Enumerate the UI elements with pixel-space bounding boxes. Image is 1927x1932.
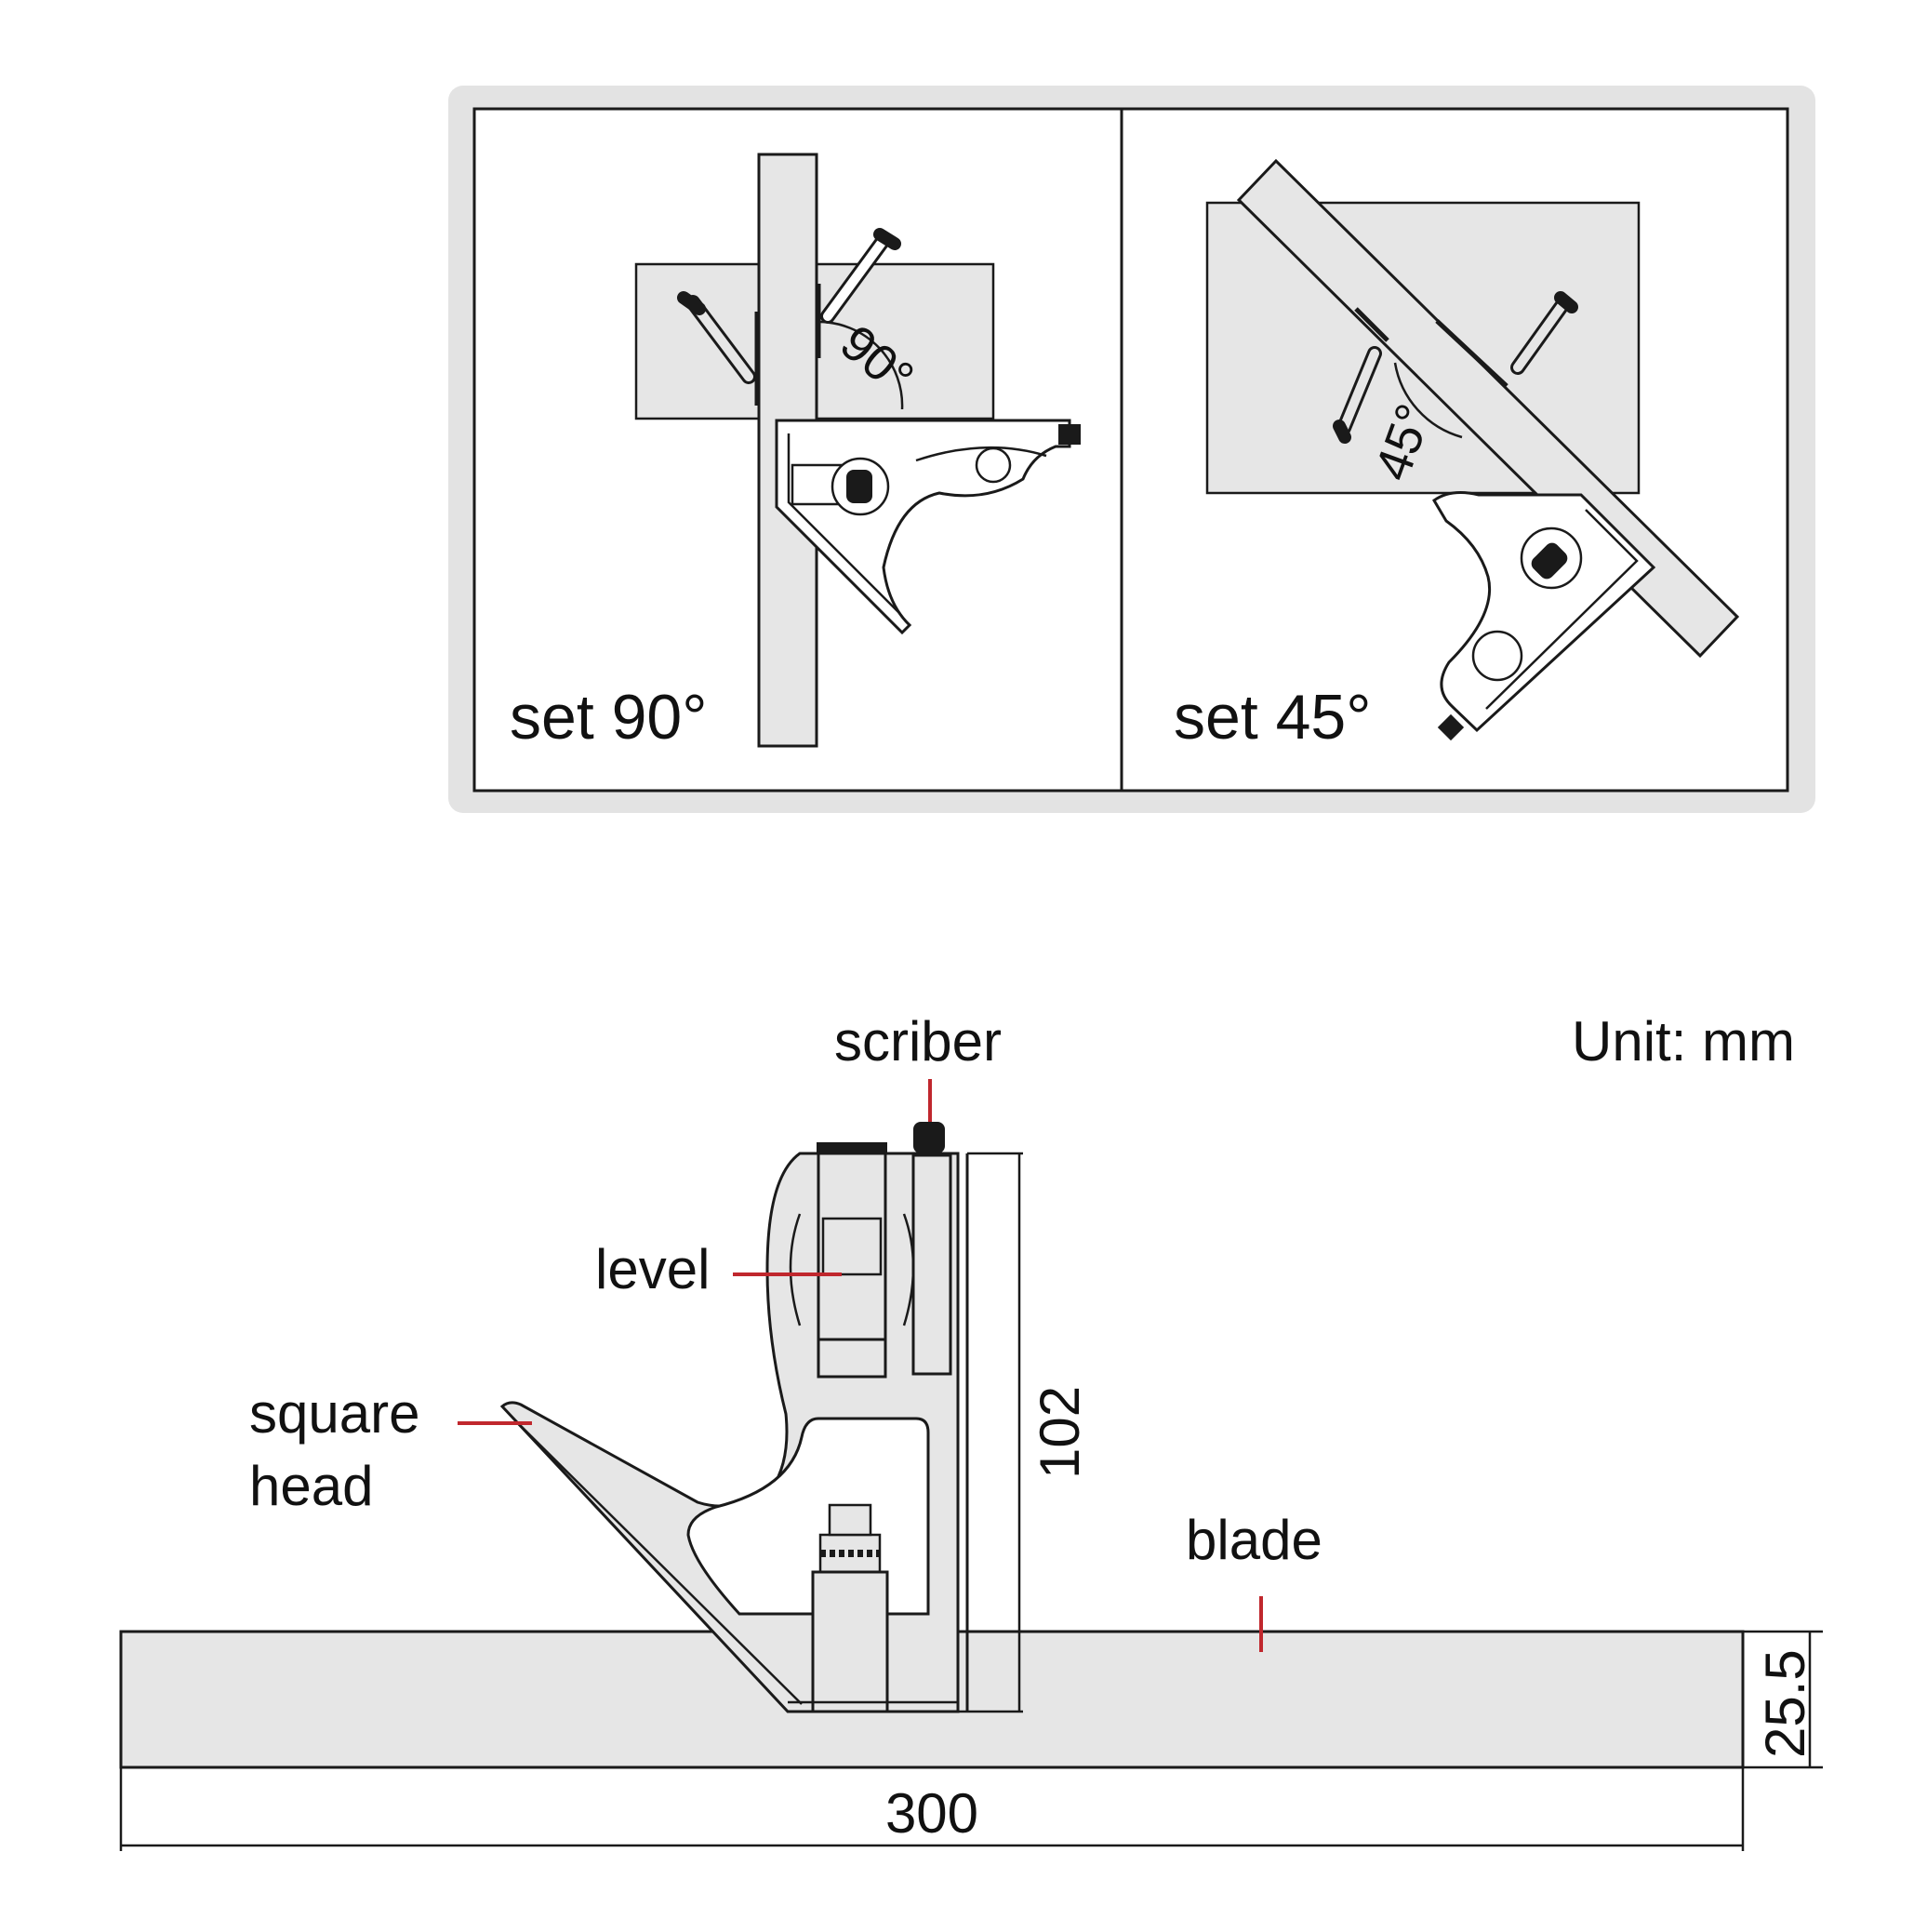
mark-line-45-lower — [1354, 307, 1389, 342]
scriber-pen-45-right-icon — [1510, 291, 1578, 375]
scriber-cap-icon — [913, 1122, 945, 1153]
label-scriber: scriber — [834, 1010, 1002, 1073]
dim-300: 300 — [885, 1782, 978, 1845]
dimension-drawing: Unit: mm — [119, 1010, 1823, 1851]
scriber-pen-45-left-icon — [1333, 346, 1382, 444]
dim-102: 102 — [1029, 1386, 1091, 1479]
label-level: level — [595, 1238, 710, 1300]
unit-label: Unit: mm — [1572, 1010, 1795, 1073]
caption-set-90: set 90° — [510, 682, 707, 753]
angle-arc-90 — [817, 320, 904, 410]
square-head-45 — [1432, 491, 1656, 741]
dim-25-5: 25.5 — [1754, 1649, 1816, 1758]
caption-set-45: set 45° — [1174, 682, 1371, 753]
label-square-head-line2: head — [249, 1455, 373, 1517]
square-head-body — [499, 1122, 1023, 1713]
angle-arc-45 — [1393, 362, 1463, 439]
scriber-pen-right-icon — [820, 228, 901, 324]
scriber-pen-left-icon — [677, 291, 756, 384]
square-head-90 — [775, 419, 1081, 635]
set-45-illustration: 45° set 45° — [1174, 158, 1740, 753]
mark-line-45-upper — [1435, 319, 1508, 388]
label-square-head-line1: square — [249, 1382, 419, 1445]
label-blade: blade — [1186, 1509, 1322, 1571]
instruction-panel: 90° set 90° — [448, 86, 1815, 813]
set-90-illustration: 90° set 90° — [510, 153, 1081, 753]
